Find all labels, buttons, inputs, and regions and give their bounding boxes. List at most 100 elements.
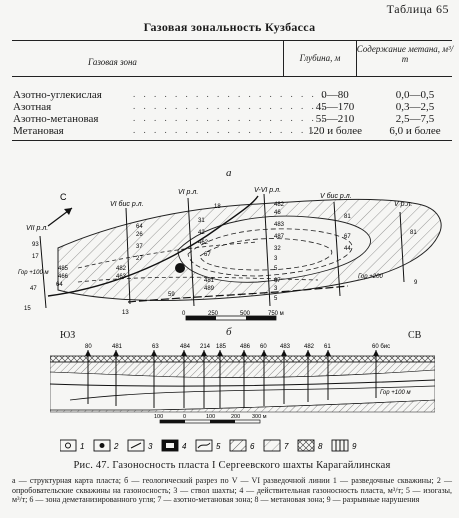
well-number: 63: [152, 344, 159, 350]
well-number: 482: [304, 344, 315, 350]
map-value: 64: [56, 282, 63, 288]
section-annotation: Гор +100 м: [380, 390, 411, 396]
svg-text:0: 0: [182, 311, 186, 317]
well-number: 60: [260, 344, 267, 350]
map-value: 59: [168, 292, 175, 298]
map-value: 64: [136, 224, 143, 230]
figure-legend: а — структурная карта пласта; б — геолог…: [12, 476, 452, 504]
map-value: 9: [414, 280, 418, 286]
svg-text:200: 200: [231, 414, 240, 420]
map-value: 5: [274, 266, 278, 272]
depth-cell: 0—80: [321, 89, 349, 101]
table-row: Азотно-метановая . . . . . . . . . . . .…: [13, 113, 453, 126]
map-value: 3: [274, 256, 278, 262]
zone-cell: Азотная: [13, 101, 52, 113]
legend-number: 5: [216, 442, 221, 451]
map-value: 13: [122, 310, 129, 316]
zone-cell: Метановая: [13, 125, 64, 137]
well-number: 486: [240, 344, 251, 350]
methane-cell: 0,0—0,5: [395, 89, 435, 101]
map-value: 3: [274, 286, 278, 292]
map-value: 462: [198, 240, 209, 246]
well-number: 61: [324, 344, 331, 350]
map-value: 93: [32, 242, 39, 248]
well-number: 60 бис: [372, 344, 390, 350]
well-label: VI р.л.: [178, 189, 198, 196]
legend-symbols: 1 2 3 4 5 6 7 8 9: [60, 439, 357, 452]
svg-text:250: 250: [208, 311, 219, 317]
table-title: Газовая зональность Кузбасса: [143, 20, 316, 34]
well-number: 481: [112, 344, 123, 350]
depth-cell: 55—210: [315, 113, 355, 125]
map-annotation: Гор +200: [358, 274, 383, 280]
svg-text:100: 100: [206, 414, 215, 420]
legend-number: 6: [250, 442, 255, 451]
map-value: 487: [274, 234, 285, 240]
legend-number: 8: [318, 442, 323, 451]
map-value: 42: [198, 230, 205, 236]
svg-text:100: 100: [154, 414, 163, 420]
leader-dots: . . . . . . . . . . . . . . . . . . .: [133, 89, 328, 99]
scale-bar-a: 0 250 500 750 м: [182, 311, 284, 321]
map-value: 47: [30, 286, 37, 292]
structural-map: С VII р.л. VI бис р.л. VI р.л. V-VI р.л.…: [18, 187, 442, 321]
map-value: 37: [136, 244, 143, 250]
header-zone: Газовая зона: [88, 57, 137, 67]
compass-label: С: [60, 192, 67, 202]
table-row: Азотно-углекислая . . . . . . . . . . . …: [13, 89, 453, 102]
table-bottom-rule: [12, 140, 452, 141]
well-number: 80: [85, 344, 92, 350]
map-value: 482: [116, 266, 127, 272]
map-value: 463: [116, 274, 127, 280]
header-depth: Глубина, м: [299, 53, 341, 63]
leader-dots: . . . . . . . . . . . . . . . . . . .: [133, 113, 328, 123]
zone-cell: Азотно-метановая: [13, 113, 99, 125]
header-methane: Содержание метана, м³/т: [356, 44, 454, 64]
page-label: Таблица 65: [386, 2, 449, 16]
svg-text:500: 500: [240, 311, 251, 317]
legend-number: 3: [148, 442, 153, 451]
methane-cell: 2,5—7,5: [395, 113, 435, 125]
methane-cell: 6,0 и более: [389, 125, 441, 137]
map-value: 15: [24, 306, 31, 312]
map-value: 26: [136, 232, 143, 238]
table-row: Метановая . . . . . . . . . . . . . . . …: [13, 125, 453, 138]
table-divider: [283, 40, 284, 76]
well-number: 483: [280, 344, 291, 350]
leader-dots: . . . . . . . . . . . . . . . . . . .: [133, 125, 328, 135]
methane-cell: 0,3—2,5: [395, 101, 435, 113]
well-label: V-VI р.л.: [254, 187, 281, 194]
map-value: 483: [274, 222, 285, 228]
leader-dots: . . . . . . . . . . . . . . . . . . .: [133, 101, 328, 111]
depth-cell: 120 и более: [307, 125, 363, 137]
map-value: 81: [410, 230, 417, 236]
svg-text:0: 0: [183, 414, 186, 420]
table-header-rule: [12, 76, 452, 77]
ne-label: СВ: [408, 330, 422, 341]
well-label: V бис р.л.: [320, 192, 352, 200]
table-row: Азотная . . . . . . . . . . . . . . . . …: [13, 101, 453, 114]
figure-caption: Рис. 47. Газоносность пласта I Сергеевск…: [73, 460, 391, 471]
map-value: 482: [274, 202, 285, 208]
map-value: 18: [214, 204, 221, 210]
panel-a-label: а: [226, 167, 232, 179]
map-value: 466: [58, 274, 69, 280]
map-value: 17: [32, 254, 39, 260]
map-value: 5: [274, 296, 278, 302]
legend-number: 2: [113, 442, 119, 451]
zone-cell: Азотно-углекислая: [13, 89, 102, 101]
well-label: VI бис р.л.: [110, 200, 144, 208]
map-value: 32: [274, 246, 281, 252]
well-number: 484: [180, 344, 191, 350]
table-top-rule: [12, 40, 452, 41]
scale-bar-b: 100 0 100 200 300 м: [154, 414, 267, 424]
map-value: 481: [204, 278, 215, 284]
map-value: 67: [274, 278, 281, 284]
map-value: 44: [344, 246, 351, 252]
map-annotation: Гор +100 м: [18, 270, 49, 276]
map-value: 46: [274, 210, 281, 216]
map-value: 67: [344, 234, 351, 240]
map-value: 489: [204, 286, 215, 292]
map-value: 31: [198, 218, 205, 224]
map-value: 485: [58, 266, 69, 272]
